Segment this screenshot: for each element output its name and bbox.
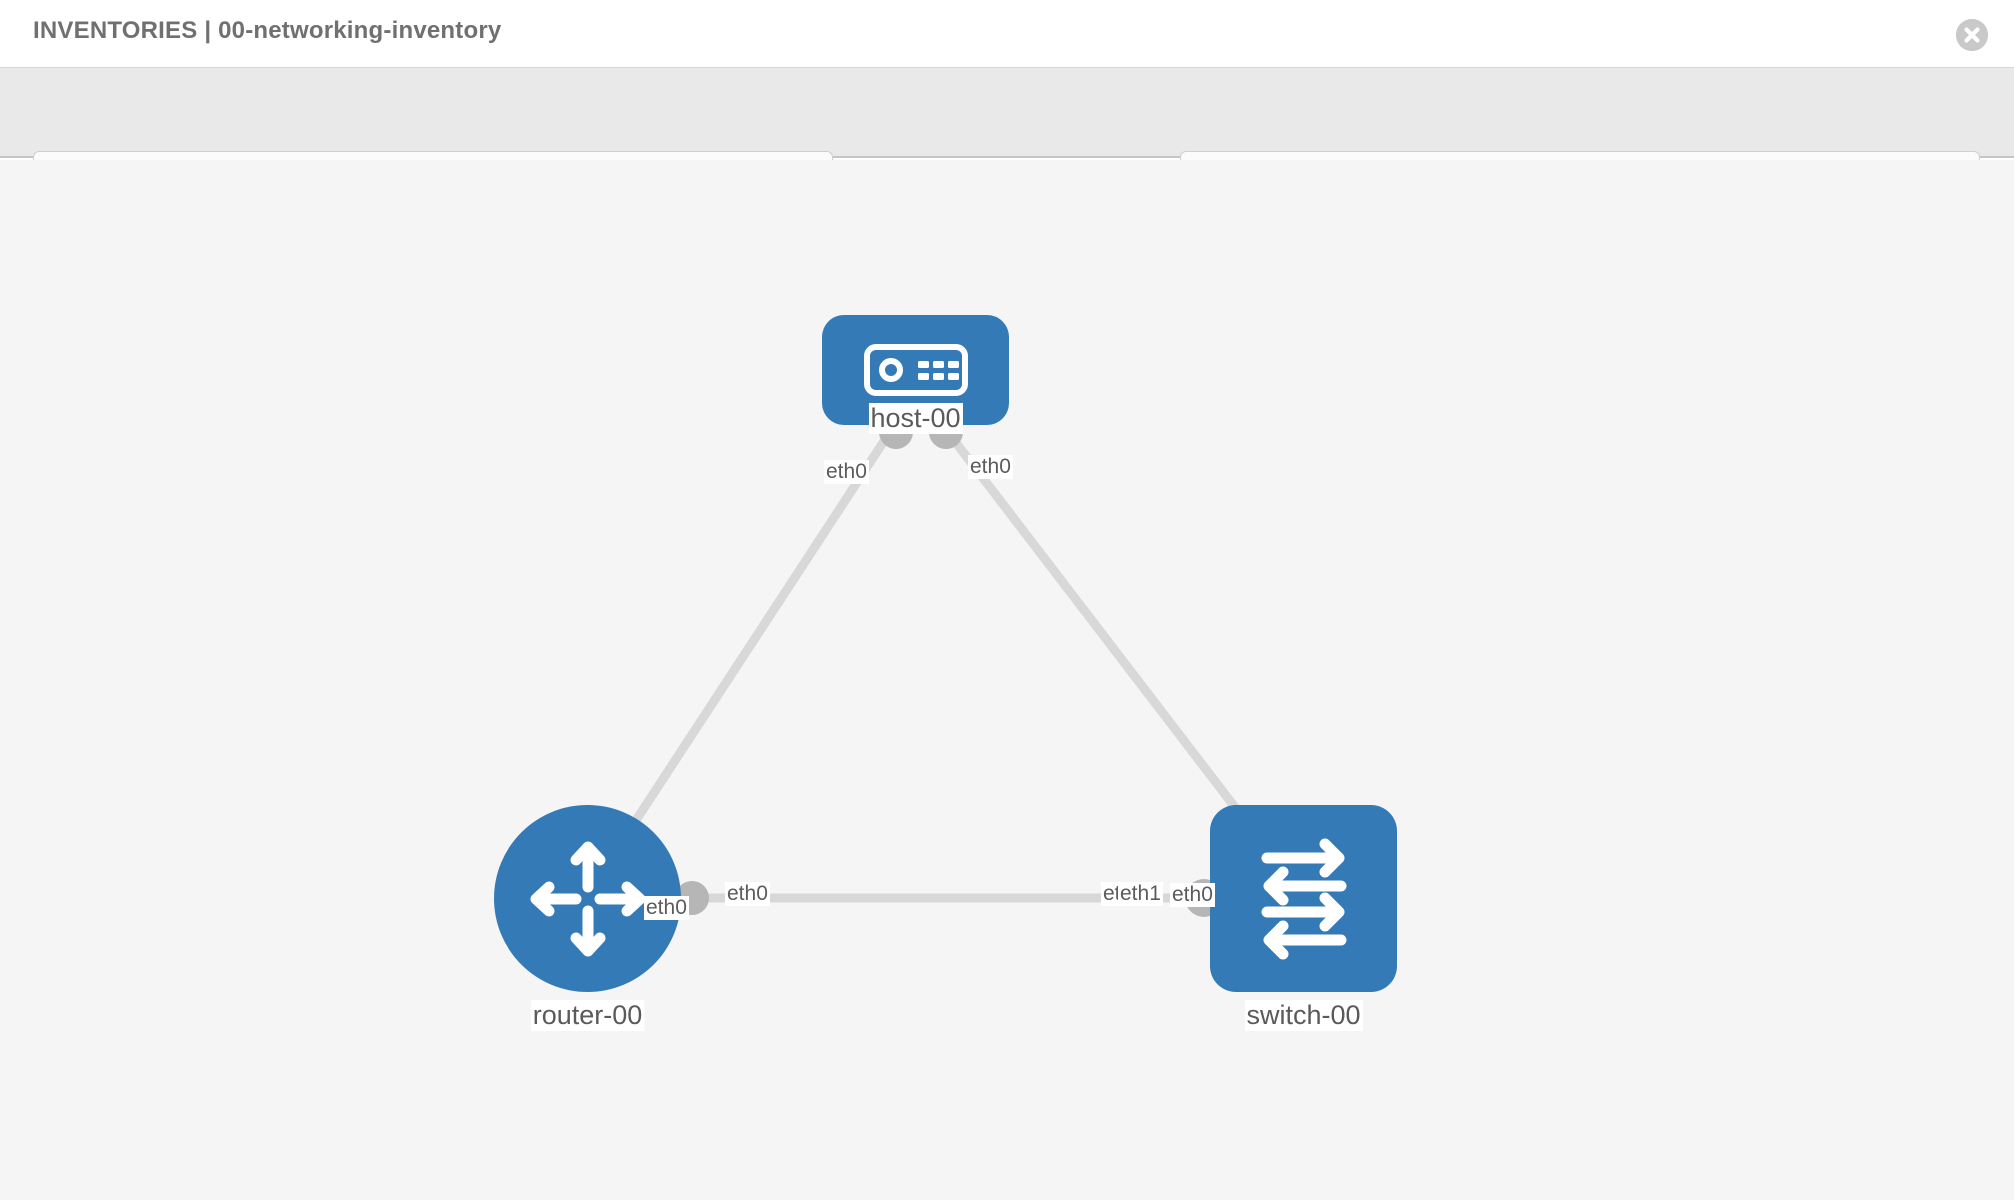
close-circle-icon	[1956, 19, 1988, 51]
server-icon	[863, 344, 968, 396]
iface-label-router-upper: eth0	[644, 896, 689, 920]
edge-host-switch[interactable]	[945, 430, 1265, 845]
node-host-00[interactable]: host-00	[822, 315, 1009, 434]
page-header: INVENTORIES | 00-networking-inventory	[0, 0, 2014, 68]
page-title: INVENTORIES | 00-networking-inventory	[33, 17, 502, 44]
router-arrows-icon	[530, 841, 645, 956]
iface-label-switch-left-hidden: et	[1101, 882, 1123, 906]
iface-label-host-right: eth0	[968, 455, 1013, 479]
close-button[interactable]	[1956, 19, 1988, 51]
iface-label-host-left: eth0	[824, 460, 869, 484]
node-router-00-label: router-00	[530, 1000, 645, 1031]
edge-group	[605, 430, 1265, 903]
node-host-00-label: host-00	[868, 403, 963, 434]
toolbar: ACTIONS SEARCH	[0, 68, 2014, 206]
connector-group	[675, 415, 1256, 917]
iface-label-router-right: eth0	[725, 882, 770, 906]
topology-canvas[interactable]: host-00 router-00	[0, 160, 2014, 1200]
switch-arrows-icon	[1261, 838, 1346, 959]
edge-host-router[interactable]	[605, 430, 893, 865]
iface-label-switch-upper: eth0	[1170, 883, 1215, 907]
iface-label-switch-left: eth1	[1118, 882, 1163, 906]
node-switch-00-label: switch-00	[1244, 1000, 1363, 1031]
node-switch-00-shape	[1210, 805, 1397, 992]
node-switch-00[interactable]: switch-00	[1210, 805, 1397, 1031]
